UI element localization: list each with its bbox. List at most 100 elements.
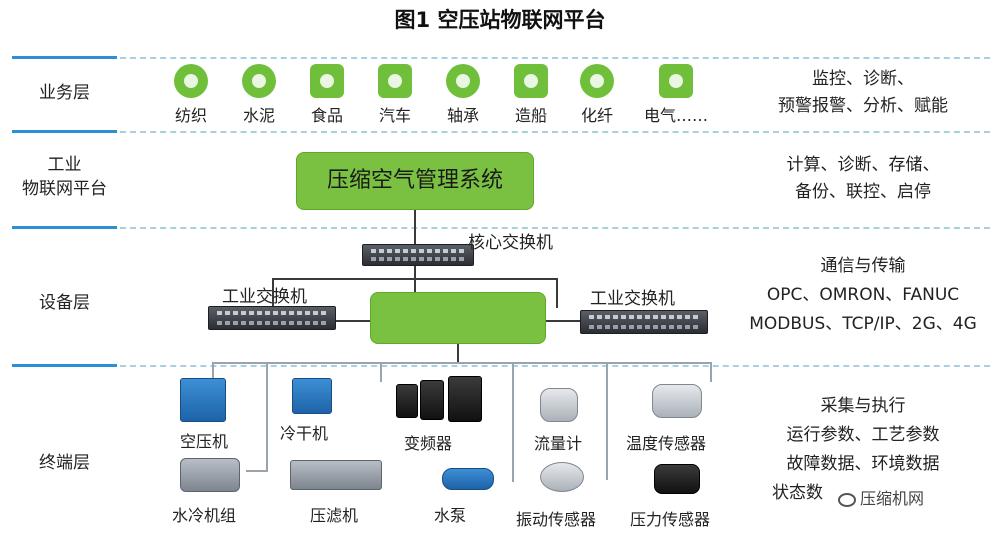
platform-description: 计算、诊断、存储、 备份、联控、启停 — [738, 152, 988, 206]
layer-label-business: 业务层 — [39, 83, 90, 103]
terminal-desc-line: 状态数 — [772, 483, 823, 503]
terminal-bus-line — [212, 362, 712, 364]
connector-line — [272, 278, 274, 306]
business-desc-line: 监控、诊断、 — [812, 69, 914, 89]
cement-icon — [242, 64, 276, 98]
inverter-icon — [396, 384, 418, 418]
bearing-icon — [446, 64, 480, 98]
industry-label: 电气…… — [643, 106, 708, 125]
industry-label: 轴承 — [446, 106, 479, 125]
industry-bearing: 轴承 — [432, 64, 494, 126]
water-chiller-label: 水冷机组 — [172, 506, 237, 525]
vibration-sensor-icon — [540, 462, 584, 492]
temperature-sensor-label: 温度传感器 — [626, 434, 707, 453]
dryer-icon — [292, 378, 332, 414]
industrial-switch-right-label: 工业交换机 — [590, 289, 675, 309]
terminal-drop-line — [380, 362, 382, 382]
industry-label: 造船 — [514, 106, 547, 125]
layer-label-platform-line2: 物联网平台 — [22, 179, 107, 199]
dryer-label: 冷干机 — [280, 424, 329, 443]
industry-chemical-fiber: 化纤 — [566, 64, 628, 126]
layer-separator-bar — [12, 56, 117, 59]
layer-label-platform-line1: 工业 — [47, 155, 82, 175]
business-desc-line: 预警报警、分析、赋能 — [778, 96, 948, 116]
platform-desc-line: 备份、联控、启停 — [795, 182, 931, 202]
industry-label: 水泥 — [242, 106, 275, 125]
inverter-icon — [420, 380, 444, 420]
terminal-drop-line — [606, 362, 608, 480]
connector-line — [546, 320, 580, 322]
layer-separator-bar — [12, 226, 117, 229]
connector-line — [272, 278, 558, 280]
terminal-drop-line — [246, 470, 268, 472]
water-chiller-icon — [180, 458, 240, 492]
industry-food: 食品 — [296, 64, 358, 126]
layer-separator-dashed — [120, 365, 990, 367]
flow-meter-label: 流量计 — [534, 434, 583, 453]
air-compressor-label: 空压机 — [180, 432, 229, 451]
industry-electric: 电气…… — [634, 64, 718, 126]
chemical-fiber-icon — [580, 64, 614, 98]
core-switch-device — [362, 244, 474, 266]
car-icon — [378, 64, 412, 98]
industrial-switch-left-device — [208, 306, 336, 330]
industrial-switch-left-label: 工业交换机 — [222, 287, 307, 307]
vibration-sensor-label: 振动传感器 — [516, 510, 597, 529]
food-factory-icon — [310, 64, 344, 98]
watermark-text: 压缩机网 — [860, 489, 925, 508]
platform-desc-line: 计算、诊断、存储、 — [786, 155, 940, 175]
ship-icon — [514, 64, 548, 98]
pressure-sensor-label: 压力传感器 — [630, 510, 711, 529]
connector-line — [556, 278, 558, 308]
industry-label: 食品 — [310, 106, 343, 125]
layer-separator-bar — [12, 364, 117, 367]
device-description: 通信与传输 OPC、OMRON、FANUC MODBUS、TCP/IP、2G、4… — [738, 252, 988, 339]
figure-title: 图1 空压站物联网平台 — [394, 8, 606, 32]
terminal-drop-line — [710, 362, 712, 382]
layer-separator-bar — [12, 130, 117, 133]
inverter-icon — [448, 376, 482, 422]
pressure-sensor-icon — [654, 464, 700, 494]
industry-label: 汽车 — [378, 106, 411, 125]
system-name: 压缩空气管理系统 — [326, 168, 503, 193]
terminal-desc-line: 采集与执行 — [820, 396, 906, 416]
industry-label: 纺织 — [174, 106, 207, 125]
wechat-icon — [838, 492, 856, 507]
filter-press-icon — [290, 460, 382, 490]
terminal-description: 采集与执行 运行参数、工艺参数 故障数据、环境数据 状态数 — [738, 392, 988, 508]
watermark: 压缩机网 — [838, 485, 924, 509]
terminal-drop-line — [266, 362, 268, 472]
layer-separator-dashed — [120, 131, 990, 133]
device-layer-hub — [370, 292, 546, 344]
temperature-sensor-icon — [652, 384, 702, 418]
industry-shipbuilding: 造船 — [500, 64, 562, 126]
water-pump-icon — [442, 468, 494, 490]
core-switch-label: 核心交换机 — [468, 233, 553, 253]
connector-line — [457, 344, 459, 364]
industry-cement: 水泥 — [228, 64, 290, 126]
layer-separator-dashed — [120, 227, 990, 229]
business-description: 监控、诊断、 预警报警、分析、赋能 — [738, 66, 988, 120]
layer-label-device: 设备层 — [39, 293, 90, 313]
industry-label: 化纤 — [580, 106, 613, 125]
electric-plug-icon — [659, 64, 693, 98]
layer-separator-dashed — [120, 57, 990, 59]
industrial-switch-right-device — [580, 310, 708, 334]
air-compressor-icon — [180, 378, 226, 422]
layer-label-terminal: 终端层 — [39, 453, 90, 473]
device-desc-line: MODBUS、TCP/IP、2G、4G — [749, 314, 977, 334]
filter-press-label: 压滤机 — [310, 506, 359, 525]
inverter-label: 变频器 — [404, 434, 453, 453]
connector-line — [414, 210, 416, 244]
terminal-desc-line: 运行参数、工艺参数 — [786, 425, 940, 445]
device-desc-line: OPC、OMRON、FANUC — [766, 285, 960, 305]
water-pump-label: 水泵 — [434, 506, 467, 525]
industry-auto: 汽车 — [364, 64, 426, 126]
textile-machine-icon — [174, 64, 208, 98]
terminal-desc-line: 故障数据、环境数据 — [786, 454, 940, 474]
compressed-air-management-system: 压缩空气管理系统 — [296, 152, 534, 210]
connector-line — [336, 320, 370, 322]
device-desc-line: 通信与传输 — [820, 256, 906, 276]
terminal-drop-line — [512, 362, 514, 482]
industry-textile: 纺织 — [160, 64, 222, 126]
